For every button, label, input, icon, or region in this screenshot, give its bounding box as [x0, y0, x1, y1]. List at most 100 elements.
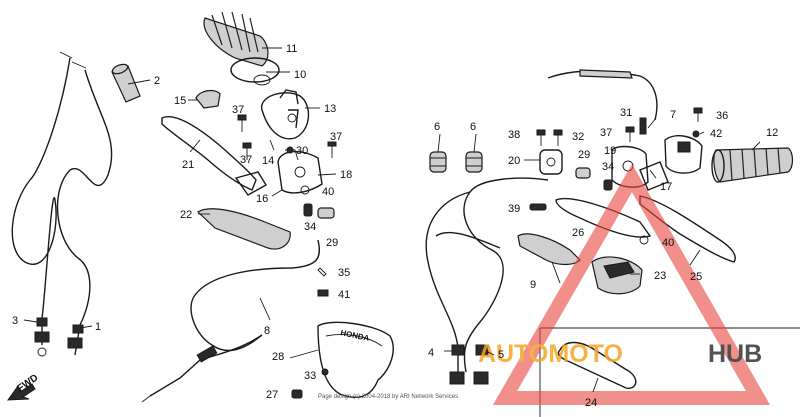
callout-29a: 29: [326, 237, 338, 249]
adjuster-29b[interactable]: [575, 167, 591, 179]
callout-3: 3: [12, 315, 18, 327]
lever-26[interactable]: [555, 197, 652, 238]
callout-34a: 34: [304, 221, 316, 233]
callout-27: 27: [266, 389, 278, 401]
switch-20[interactable]: [539, 149, 563, 175]
lever-cover-22[interactable]: [197, 208, 291, 250]
callout-37a: 37: [232, 104, 244, 116]
callout-12: 12: [766, 127, 778, 139]
housing-bracket-15[interactable]: [195, 89, 221, 109]
bolt-38[interactable]: [536, 129, 546, 146]
callout-32: 32: [572, 131, 584, 143]
bolt-37d[interactable]: [625, 126, 635, 142]
callout-31: 31: [620, 107, 632, 119]
watermark: AUTOMOTO HUB: [478, 163, 771, 405]
callout-39: 39: [508, 203, 520, 215]
callout-2: 2: [154, 75, 160, 87]
washer-40b[interactable]: [639, 235, 649, 245]
bolt-32[interactable]: [553, 129, 563, 146]
callout-38: 38: [508, 129, 520, 141]
honda-text: HONDA: [340, 328, 371, 343]
callout-24: 24: [585, 397, 597, 409]
hand-guard-28[interactable]: HONDA: [317, 321, 394, 398]
bracket-17[interactable]: [639, 161, 669, 191]
callout-21: 21: [182, 159, 194, 171]
watermark-text-b: HUB: [708, 340, 762, 368]
collar-6b[interactable]: [465, 151, 483, 173]
callout-40a: 40: [322, 186, 334, 198]
watermark-text-a: AUTOMOTO: [478, 340, 623, 368]
throttle-cable-3[interactable]: [11, 57, 71, 357]
bolt-37b[interactable]: [242, 142, 252, 160]
callout-19: 19: [604, 145, 616, 157]
right-cable-loops[interactable]: [425, 177, 549, 378]
callout-9: 9: [530, 279, 536, 291]
callout-10: 10: [294, 69, 306, 81]
callout-41: 41: [338, 289, 350, 301]
lever-cover-23[interactable]: [591, 256, 643, 295]
watermark-triangle: [492, 163, 771, 405]
screw-34a[interactable]: [303, 203, 313, 217]
callout-42: 42: [710, 128, 722, 140]
collar-6a[interactable]: [429, 151, 447, 173]
callout-37d: 37: [600, 127, 612, 139]
callout-37c: 37: [330, 131, 342, 143]
callout-4: 4: [428, 347, 434, 359]
callout-11: 11: [286, 43, 297, 55]
callout-33: 33: [304, 370, 316, 382]
callout-16: 16: [256, 193, 268, 205]
collar-27[interactable]: [291, 389, 303, 399]
washer-40a[interactable]: [300, 185, 310, 195]
switch-housing[interactable]: [664, 135, 703, 174]
bolt-37a[interactable]: [237, 114, 247, 132]
throttle-tube-10[interactable]: [230, 57, 280, 86]
callout-23: 23: [654, 270, 666, 282]
screw-33[interactable]: [321, 368, 329, 376]
nut-41[interactable]: [317, 289, 329, 297]
throttle-grip-11[interactable]: [203, 11, 269, 67]
callout-6a: 6: [434, 121, 440, 133]
handlebar-grip-12[interactable]: [711, 147, 794, 183]
adjuster-4[interactable]: [449, 344, 465, 385]
fwd-arrow: FWD: [6, 372, 40, 401]
callout-13: 13: [324, 103, 336, 115]
nut-42[interactable]: [692, 130, 700, 138]
callout-18: 18: [340, 169, 352, 181]
callout-26: 26: [572, 227, 584, 239]
callout-14: 14: [262, 155, 274, 167]
part-24[interactable]: [557, 341, 637, 389]
callout-37b: 37: [240, 154, 252, 166]
adjuster-5[interactable]: [473, 344, 489, 385]
footer-text: Page design (c) 2004-2018 by ARI Network…: [318, 394, 458, 400]
callout-leaders: [23, 47, 761, 393]
screw-30[interactable]: [286, 146, 294, 154]
callout-29b: 29: [578, 149, 590, 161]
screw-31[interactable]: [639, 117, 647, 135]
callout-20: 20: [508, 155, 520, 167]
callout-40b: 40: [662, 237, 674, 249]
clutch-cable-8[interactable]: [141, 239, 320, 403]
adjuster-29a[interactable]: [317, 207, 335, 219]
bolt-37c[interactable]: [327, 141, 337, 158]
lever-cover-9[interactable]: [517, 233, 581, 266]
throttle-cable-1[interactable]: [56, 51, 113, 356]
screw-34b[interactable]: [603, 179, 613, 191]
cable-boot-2[interactable]: [111, 63, 141, 103]
callout-labels: 1 2 3 4 5 6 6 7 8 9 10 11 12 13 14 15 16…: [12, 43, 778, 409]
cable-7[interactable]: [547, 69, 658, 121]
screw-36[interactable]: [693, 107, 703, 122]
callout-5: 5: [498, 349, 504, 361]
callout-7: 7: [670, 109, 676, 121]
callout-17: 17: [660, 181, 672, 193]
pin-35[interactable]: [317, 267, 327, 277]
callout-36: 36: [716, 110, 728, 122]
throttle-housing-13[interactable]: [261, 89, 310, 140]
callout-15: 15: [174, 95, 186, 107]
brake-lever-21[interactable]: [161, 116, 267, 196]
callout-28: 28: [272, 351, 284, 363]
screw-39[interactable]: [529, 203, 547, 211]
callout-22: 22: [180, 209, 192, 221]
callout-25: 25: [690, 271, 702, 283]
